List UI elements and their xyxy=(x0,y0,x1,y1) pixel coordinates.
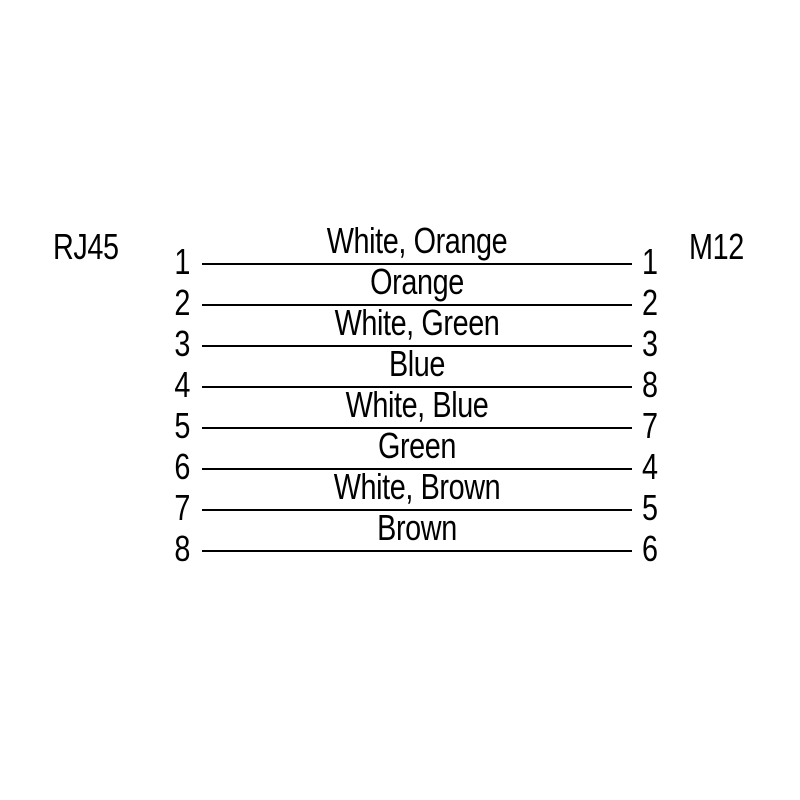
wire-line xyxy=(202,304,632,306)
rj45-pin-number: 3 xyxy=(174,323,190,364)
rj45-pin-number: 7 xyxy=(174,487,190,528)
m12-pin-number: 6 xyxy=(642,528,658,569)
rj45-pin-number: 4 xyxy=(174,364,190,405)
wire-line xyxy=(202,345,632,347)
right-connector-label: M12 xyxy=(689,226,744,267)
wire-color-label: White, Blue xyxy=(345,384,489,425)
rj45-pin-number: 2 xyxy=(174,282,190,323)
m12-pin-number: 4 xyxy=(642,446,658,487)
wire-line xyxy=(202,427,632,429)
wire-line xyxy=(202,550,632,552)
rj45-pin-number: 8 xyxy=(174,528,190,569)
left-connector-label: RJ45 xyxy=(53,226,119,267)
wire-line xyxy=(202,468,632,470)
m12-pin-number: 5 xyxy=(642,487,658,528)
wire-color-label: Green xyxy=(377,425,457,466)
wire-line xyxy=(202,263,632,265)
wire-color-label: Blue xyxy=(388,343,446,384)
rj45-pin-number: 6 xyxy=(174,446,190,487)
rj45-pin-number: 1 xyxy=(174,241,190,282)
wire-color-label: White, Orange xyxy=(326,220,508,261)
wire-color-label: Orange xyxy=(370,261,464,302)
wire-line xyxy=(202,386,632,388)
wire-line xyxy=(202,509,632,511)
m12-pin-number: 2 xyxy=(642,282,658,323)
wire-color-label: White, Green xyxy=(334,302,500,343)
rj45-pin-number: 5 xyxy=(174,405,190,446)
m12-pin-number: 7 xyxy=(642,405,658,446)
m12-pin-number: 1 xyxy=(642,241,658,282)
m12-pin-number: 8 xyxy=(642,364,658,405)
wire-color-label: Brown xyxy=(377,507,457,548)
wire-color-label: White, Brown xyxy=(333,466,501,507)
m12-pin-number: 3 xyxy=(642,323,658,364)
